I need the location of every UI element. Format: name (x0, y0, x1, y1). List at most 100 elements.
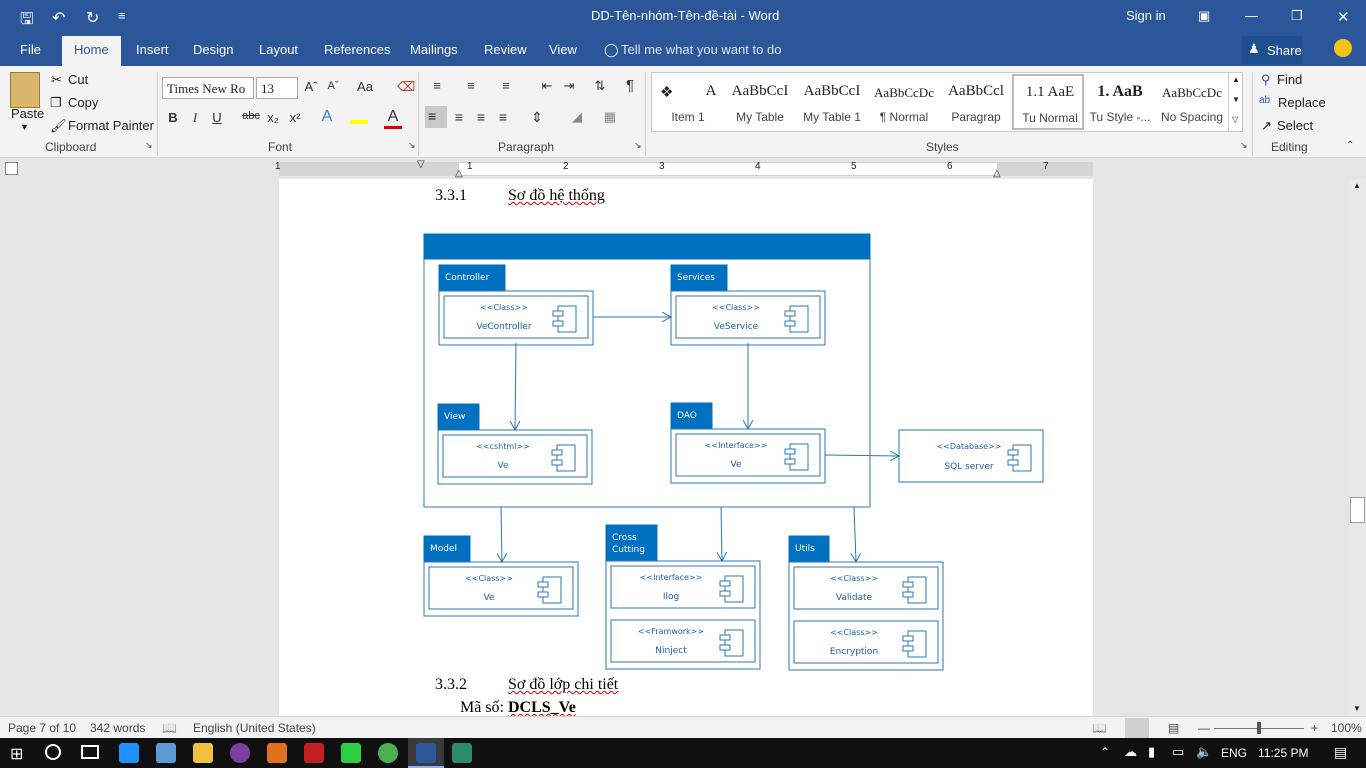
clear-formatting-icon[interactable]: ⌫ (397, 79, 416, 94)
search-icon[interactable] (45, 744, 61, 760)
font-launcher-icon[interactable]: ↘ (408, 140, 416, 150)
network-icon[interactable]: ▭ (1172, 744, 1185, 759)
word-count[interactable]: 342 words (90, 721, 146, 735)
align-center-icon[interactable]: ≡ (454, 109, 464, 125)
first-line-indent-icon[interactable]: ▽ (417, 159, 425, 170)
paragraph-launcher-icon[interactable]: ↘ (634, 140, 642, 150)
scroll-up-icon[interactable]: ▲ (1353, 181, 1361, 190)
font-size-combo[interactable]: 13 (256, 77, 298, 99)
styles-launcher-icon[interactable]: ↘ (1240, 140, 1248, 150)
share-button[interactable]: ♟ Share (1242, 36, 1302, 64)
tell-me-input[interactable]: Tell me what you want to do (621, 42, 782, 57)
align-left-icon[interactable]: ≡ (425, 106, 447, 128)
scroll-thumb[interactable] (1350, 497, 1365, 523)
chrome-icon[interactable] (378, 743, 398, 763)
collapse-ribbon-icon[interactable]: ⌃ (1346, 140, 1355, 151)
zoom-out-icon[interactable]: — (1198, 721, 1210, 735)
clipboard-launcher-icon[interactable]: ↘ (145, 140, 153, 150)
close-icon[interactable]: ✕ (1337, 9, 1350, 26)
tab-view[interactable]: View (549, 42, 577, 57)
edge-icon[interactable] (119, 743, 139, 763)
italic-icon[interactable]: I (192, 110, 198, 125)
language[interactable]: English (United States) (193, 721, 316, 735)
scroll-down-icon[interactable]: ▼ (1232, 95, 1240, 104)
scroll-up-icon[interactable]: ▲ (1232, 75, 1240, 84)
proofing-icon[interactable]: 📖 (162, 721, 177, 735)
grow-font-icon[interactable]: Aˆ (304, 79, 318, 94)
increase-indent-icon[interactable]: ⇥ (563, 78, 575, 93)
tray-chevron-icon[interactable]: ⌃ (1100, 745, 1111, 759)
font-color-icon[interactable]: A (384, 108, 402, 129)
word-taskbar-button[interactable] (408, 738, 444, 768)
text-effects-icon[interactable]: A (321, 108, 333, 125)
style-normal[interactable]: AaBbCcDc¶ Normal (874, 85, 934, 124)
pilcrow-icon[interactable]: ¶ (625, 77, 635, 94)
tab-references[interactable]: References (324, 42, 391, 57)
superscript-icon[interactable]: x² (289, 110, 301, 125)
line-icon[interactable] (341, 743, 361, 763)
multilevel-list-icon[interactable]: ≡ (502, 78, 510, 93)
action-center-icon[interactable]: ▤ (1334, 744, 1348, 760)
shading-icon[interactable]: ◢ (572, 109, 582, 124)
style-item-1[interactable]: ❖Item 1 (660, 85, 705, 124)
app-icon[interactable] (452, 743, 472, 763)
tab-insert[interactable]: Insert (136, 42, 169, 57)
zoom-level[interactable]: 100% (1331, 721, 1362, 735)
document-page[interactable]: 3.3.1 Sơ đồ hệ thống Controller<<Class>>… (279, 179, 1093, 718)
undo-icon[interactable]: ↶ (52, 10, 66, 27)
select-button[interactable]: Select (1277, 118, 1314, 133)
paste-icon[interactable] (10, 72, 40, 108)
strikethrough-icon[interactable]: abc (242, 110, 260, 122)
bullets-icon[interactable]: ≡ (433, 78, 441, 93)
tab-mailings[interactable]: Mailings (410, 42, 458, 57)
decrease-indent-icon[interactable]: ⇤ (541, 78, 553, 93)
task-view-icon[interactable] (81, 745, 99, 759)
customize-quick-access-icon[interactable]: ≡ (118, 8, 126, 23)
onedrive-icon[interactable]: ☁ (1124, 744, 1137, 759)
zoom-slider-thumb[interactable] (1257, 722, 1261, 734)
paste-dropdown-icon[interactable]: ▼ (20, 122, 29, 132)
cut-button[interactable]: Cut (68, 72, 89, 87)
copy-button[interactable]: Copy (68, 95, 99, 110)
horizontal-ruler[interactable]: 1 1 2 3 4 5 6 7 ▽ △ △ (0, 159, 1366, 179)
format-painter-button[interactable]: Format Painter (68, 118, 154, 133)
borders-icon[interactable]: ▦ (603, 109, 617, 124)
windows-start-icon[interactable]: ⊞ (10, 746, 24, 763)
tab-design[interactable]: Design (193, 42, 234, 57)
right-indent-icon[interactable]: △ (993, 168, 1001, 179)
file-explorer-icon[interactable] (193, 743, 213, 763)
maximize-icon[interactable]: ❐ (1291, 8, 1303, 23)
web-layout-icon[interactable]: ▤ (1168, 721, 1180, 735)
volume-icon[interactable]: 🔈 (1196, 744, 1213, 759)
smiley-icon[interactable] (1334, 39, 1352, 57)
tab-selector-icon[interactable] (5, 162, 18, 175)
bold-icon[interactable]: B (168, 110, 178, 125)
replace-button[interactable]: Replace (1278, 95, 1326, 110)
page-count[interactable]: Page 7 of 10 (8, 721, 77, 735)
find-button[interactable]: Find (1277, 72, 1303, 87)
tab-home[interactable]: Home (62, 36, 121, 66)
change-case-icon[interactable]: Aa (357, 79, 373, 94)
align-right-icon[interactable]: ≡ (476, 109, 486, 125)
tab-file[interactable]: File (20, 42, 41, 57)
tab-review[interactable]: Review (484, 42, 527, 57)
font-name-combo[interactable]: Times New Ro (162, 77, 254, 99)
shrink-font-icon[interactable]: Aˇ (327, 80, 339, 92)
style-a[interactable]: A (705, 83, 717, 99)
hanging-indent-icon[interactable]: △ (455, 168, 463, 179)
read-mode-icon[interactable]: 📖 (1092, 721, 1107, 735)
scroll-down-icon[interactable]: ▼ (1353, 704, 1361, 713)
highlight-icon[interactable] (350, 110, 368, 124)
sort-icon[interactable]: ⇅ (594, 78, 606, 93)
more-styles-icon[interactable]: ▽ (1232, 115, 1239, 124)
app-icon[interactable] (156, 743, 176, 763)
zoom-in-icon[interactable]: + (1311, 721, 1319, 735)
print-layout-icon[interactable] (1125, 718, 1149, 738)
subscript-icon[interactable]: x₂ (267, 110, 279, 125)
paste-button[interactable]: Paste (11, 106, 45, 121)
input-language[interactable]: ENG (1221, 746, 1248, 760)
